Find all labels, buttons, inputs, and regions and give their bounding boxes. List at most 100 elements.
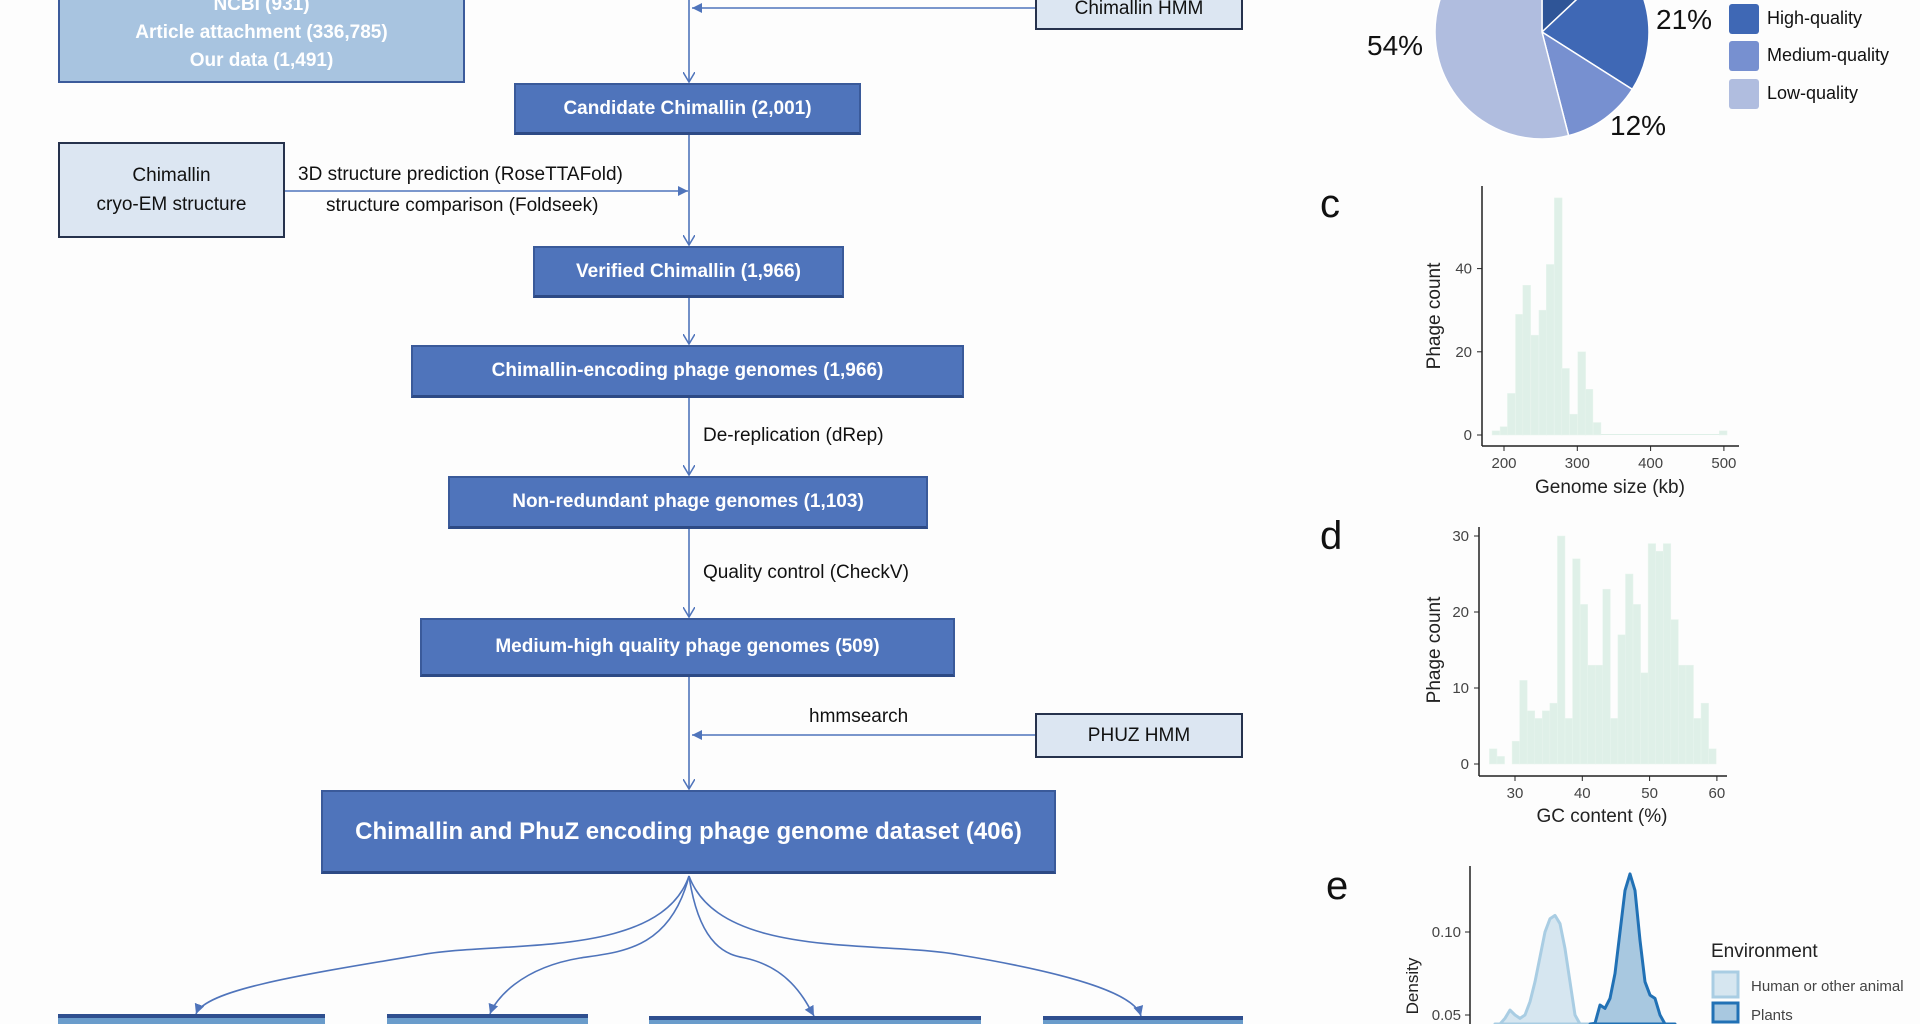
hist-c-bar	[1561, 368, 1570, 436]
hist-c-bar	[1499, 426, 1509, 436]
branch-arrow-3	[688, 875, 815, 1017]
hist-c-bar	[1719, 430, 1728, 436]
density-y-tick-label: 0.10	[1432, 924, 1461, 941]
verified-chimallin-box: Verified Chimallin (1,966)	[533, 246, 844, 298]
dataset-label: Chimallin and PhuZ encoding phage genome…	[355, 817, 1022, 845]
hist-d-ylabel: Phage count	[1424, 596, 1445, 703]
panel-label-d: d	[1320, 514, 1343, 558]
panel-label-c: c	[1320, 182, 1340, 226]
hist-d-bar	[1685, 664, 1694, 765]
hist-d-bar	[1663, 543, 1672, 765]
hist-d-bar	[1678, 664, 1687, 765]
branch-arrow-4	[688, 875, 1144, 1017]
legend-high-quality: High-quality	[1767, 8, 1863, 28]
phuz-hmm-label: PHUZ HMM	[1087, 724, 1191, 746]
hist-d-bar	[1496, 756, 1505, 765]
hist-c-bar	[1584, 388, 1594, 436]
source-ncbi: NCBI (931)	[213, 0, 310, 15]
hist-d-bar	[1534, 718, 1543, 765]
legend-medium-quality: Medium-quality	[1767, 45, 1890, 65]
density-legend-swatch-plants	[1711, 1001, 1740, 1024]
density-curve-human-or-other-animal	[1493, 913, 1592, 1024]
hist-d-bar	[1640, 672, 1649, 765]
hist-d-x-tick-label: 50	[1641, 785, 1658, 802]
hist-d-bar	[1572, 558, 1581, 765]
hist-d-bar	[1610, 718, 1619, 765]
hist-d-bar	[1579, 604, 1588, 765]
chimallin-hmm-label: Chimallin HMM	[1074, 0, 1204, 19]
hist-c-x-tick-label: 400	[1638, 455, 1663, 472]
pie-label-low: 54%	[1367, 30, 1424, 61]
branch-arrow-2	[488, 875, 690, 1015]
verified-chimallin-label: Verified Chimallin (1,966)	[576, 260, 801, 282]
density-legend-human: Human or other animal	[1751, 978, 1904, 995]
hist-c-bar	[1538, 309, 1547, 436]
hist-c-bar	[1569, 413, 1578, 436]
hist-c-x-tick-label: 300	[1565, 455, 1590, 472]
branch-arrow-1	[194, 875, 690, 1015]
hist-c-bar	[1530, 334, 1539, 436]
hist-d-bar	[1708, 748, 1717, 765]
hist-c-ylabel: Phage count	[1424, 262, 1445, 369]
source-our-data: Our data (1,491)	[189, 50, 334, 71]
hist-d-bar	[1587, 664, 1596, 765]
hist-c-xlabel: Genome size (kb)	[1535, 477, 1685, 498]
hist-c-bar	[1554, 197, 1563, 436]
hist-d-xlabel: GC content (%)	[1537, 806, 1668, 827]
hist-d-bar	[1594, 664, 1604, 765]
pie-label-medium: 12%	[1610, 110, 1667, 141]
legend-low-quality: Low-quality	[1767, 83, 1859, 103]
hist-d-x-tick-label: 30	[1507, 785, 1524, 802]
dereplication-label: De-replication (dRep)	[703, 425, 884, 446]
medium-high-label: Medium-high quality phage genomes (509)	[495, 636, 880, 657]
cryo-em-box: Chimallin cryo-EM structure	[58, 142, 285, 238]
legend-swatch-high	[1729, 4, 1759, 34]
hist-c-bar	[1515, 314, 1524, 436]
density-legend-plants: Plants	[1751, 1007, 1793, 1024]
cryo-em-line-1: Chimallin	[132, 165, 211, 186]
candidate-chimallin-label: Candidate Chimallin (2,001)	[563, 97, 812, 119]
legend-swatch-low	[1729, 79, 1759, 109]
nonredundant-label: Non-redundant phage genomes (1,103)	[512, 491, 864, 512]
hist-d-x-tick-label: 60	[1709, 785, 1726, 802]
hist-d-bar	[1511, 740, 1520, 765]
encoding-genomes-label: Chimallin-encoding phage genomes (1,966)	[491, 360, 884, 381]
legend-swatch-medium	[1729, 41, 1759, 71]
hist-c-x-tick-label: 500	[1711, 455, 1736, 472]
hist-d-bar	[1655, 550, 1664, 765]
analysis-box-1	[58, 1014, 325, 1024]
hist-c-y-tick-label: 0	[1464, 427, 1472, 444]
analysis-box-2	[387, 1014, 588, 1024]
hist-c-y-tick-label: 40	[1455, 261, 1472, 278]
hist-d-bar	[1632, 604, 1641, 765]
hist-d-bar	[1542, 710, 1551, 765]
pie-label-high: 21%	[1656, 4, 1713, 35]
hist-d-bar	[1700, 702, 1709, 765]
hist-d-bar	[1617, 634, 1626, 765]
chimallin-hmm-box: Chimallin HMM	[1035, 0, 1243, 30]
density-legend-title: Environment	[1711, 941, 1818, 962]
density-legend-swatch-human	[1711, 970, 1740, 999]
pie-slice-high-quality	[1540, 0, 1650, 91]
hist-d-bar	[1526, 710, 1536, 765]
density-y-tick-label: 0.05	[1432, 1007, 1461, 1024]
hist-c-bar	[1522, 284, 1531, 436]
hist-c-bar	[1577, 351, 1586, 436]
analysis-box-3	[649, 1016, 981, 1024]
hmmsearch-label: hmmsearch	[809, 706, 909, 727]
medium-high-box: Medium-high quality phage genomes (509)	[420, 618, 955, 677]
hist-d-bar	[1519, 680, 1528, 765]
structure-prediction-label: 3D structure prediction (RoseTTAFold)	[298, 164, 623, 185]
structure-comparison-label: structure comparison (Foldseek)	[326, 195, 599, 216]
encoding-genomes-box: Chimallin-encoding phage genomes (1,966)	[411, 345, 964, 398]
hist-c-bar	[1546, 264, 1555, 436]
hist-d-bar	[1602, 588, 1611, 765]
density-curve-plants	[1588, 872, 1677, 1024]
hist-d-bar	[1549, 702, 1558, 765]
hist-d-bar	[1557, 535, 1566, 765]
hist-d-bar	[1647, 543, 1656, 765]
hist-d-bar	[1564, 718, 1573, 765]
